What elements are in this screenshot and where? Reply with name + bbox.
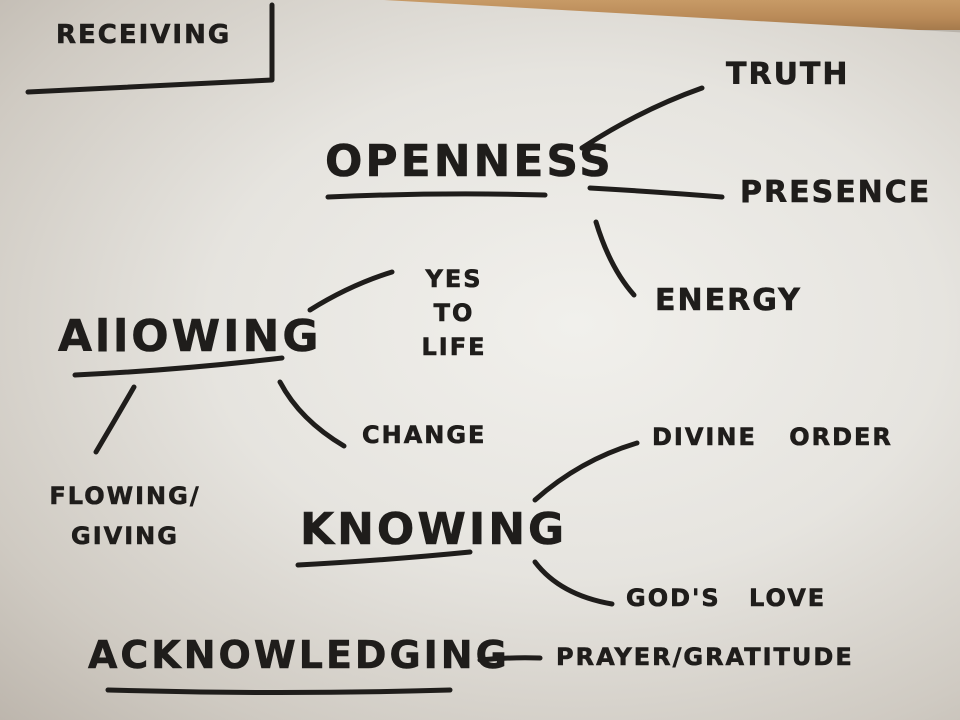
- openness-underline: [325, 191, 548, 200]
- heading-acknowledging: ACKNOWLEDGING: [88, 633, 510, 677]
- openness-truth-line: [579, 85, 705, 151]
- allowing-flowing-line: [93, 384, 137, 455]
- branch-flowing-giving: FLOWING/ GIVING: [49, 482, 201, 551]
- branch-prayer-gratitude: PRAYER/GRATITUDE: [556, 643, 854, 671]
- openness-presence-line: [587, 185, 725, 200]
- branch-presence: PRESENCE: [740, 175, 932, 210]
- branch-energy: ENERGY: [655, 283, 802, 318]
- knowing-underline: [295, 549, 473, 568]
- allowing-yes-line: [307, 269, 395, 313]
- openness-energy-line: [593, 219, 637, 298]
- acknowledging-prayer-line: [477, 655, 543, 663]
- branch-change: CHANGE: [362, 421, 487, 449]
- title-box: [25, 2, 275, 95]
- allowing-change-line: [277, 379, 347, 449]
- title-receiving: RECEIVING: [56, 20, 232, 50]
- branch-divine-order: DIVINE ORDER: [652, 423, 893, 451]
- branch-gods-love: GOD'S LOVE: [626, 584, 827, 612]
- branch-yes-to-life: YES TO LIFE: [421, 265, 487, 362]
- allowing-underline: [72, 355, 285, 378]
- heading-allowing: AllOWING: [58, 311, 322, 362]
- knowing-love-line: [532, 559, 615, 607]
- heading-knowing: KNOWING: [300, 504, 568, 555]
- knowing-divine-line: [532, 440, 640, 503]
- acknowledging-underline: [105, 687, 453, 695]
- branch-truth: TRUTH: [726, 57, 850, 92]
- heading-openness: OPENNESS: [325, 136, 614, 187]
